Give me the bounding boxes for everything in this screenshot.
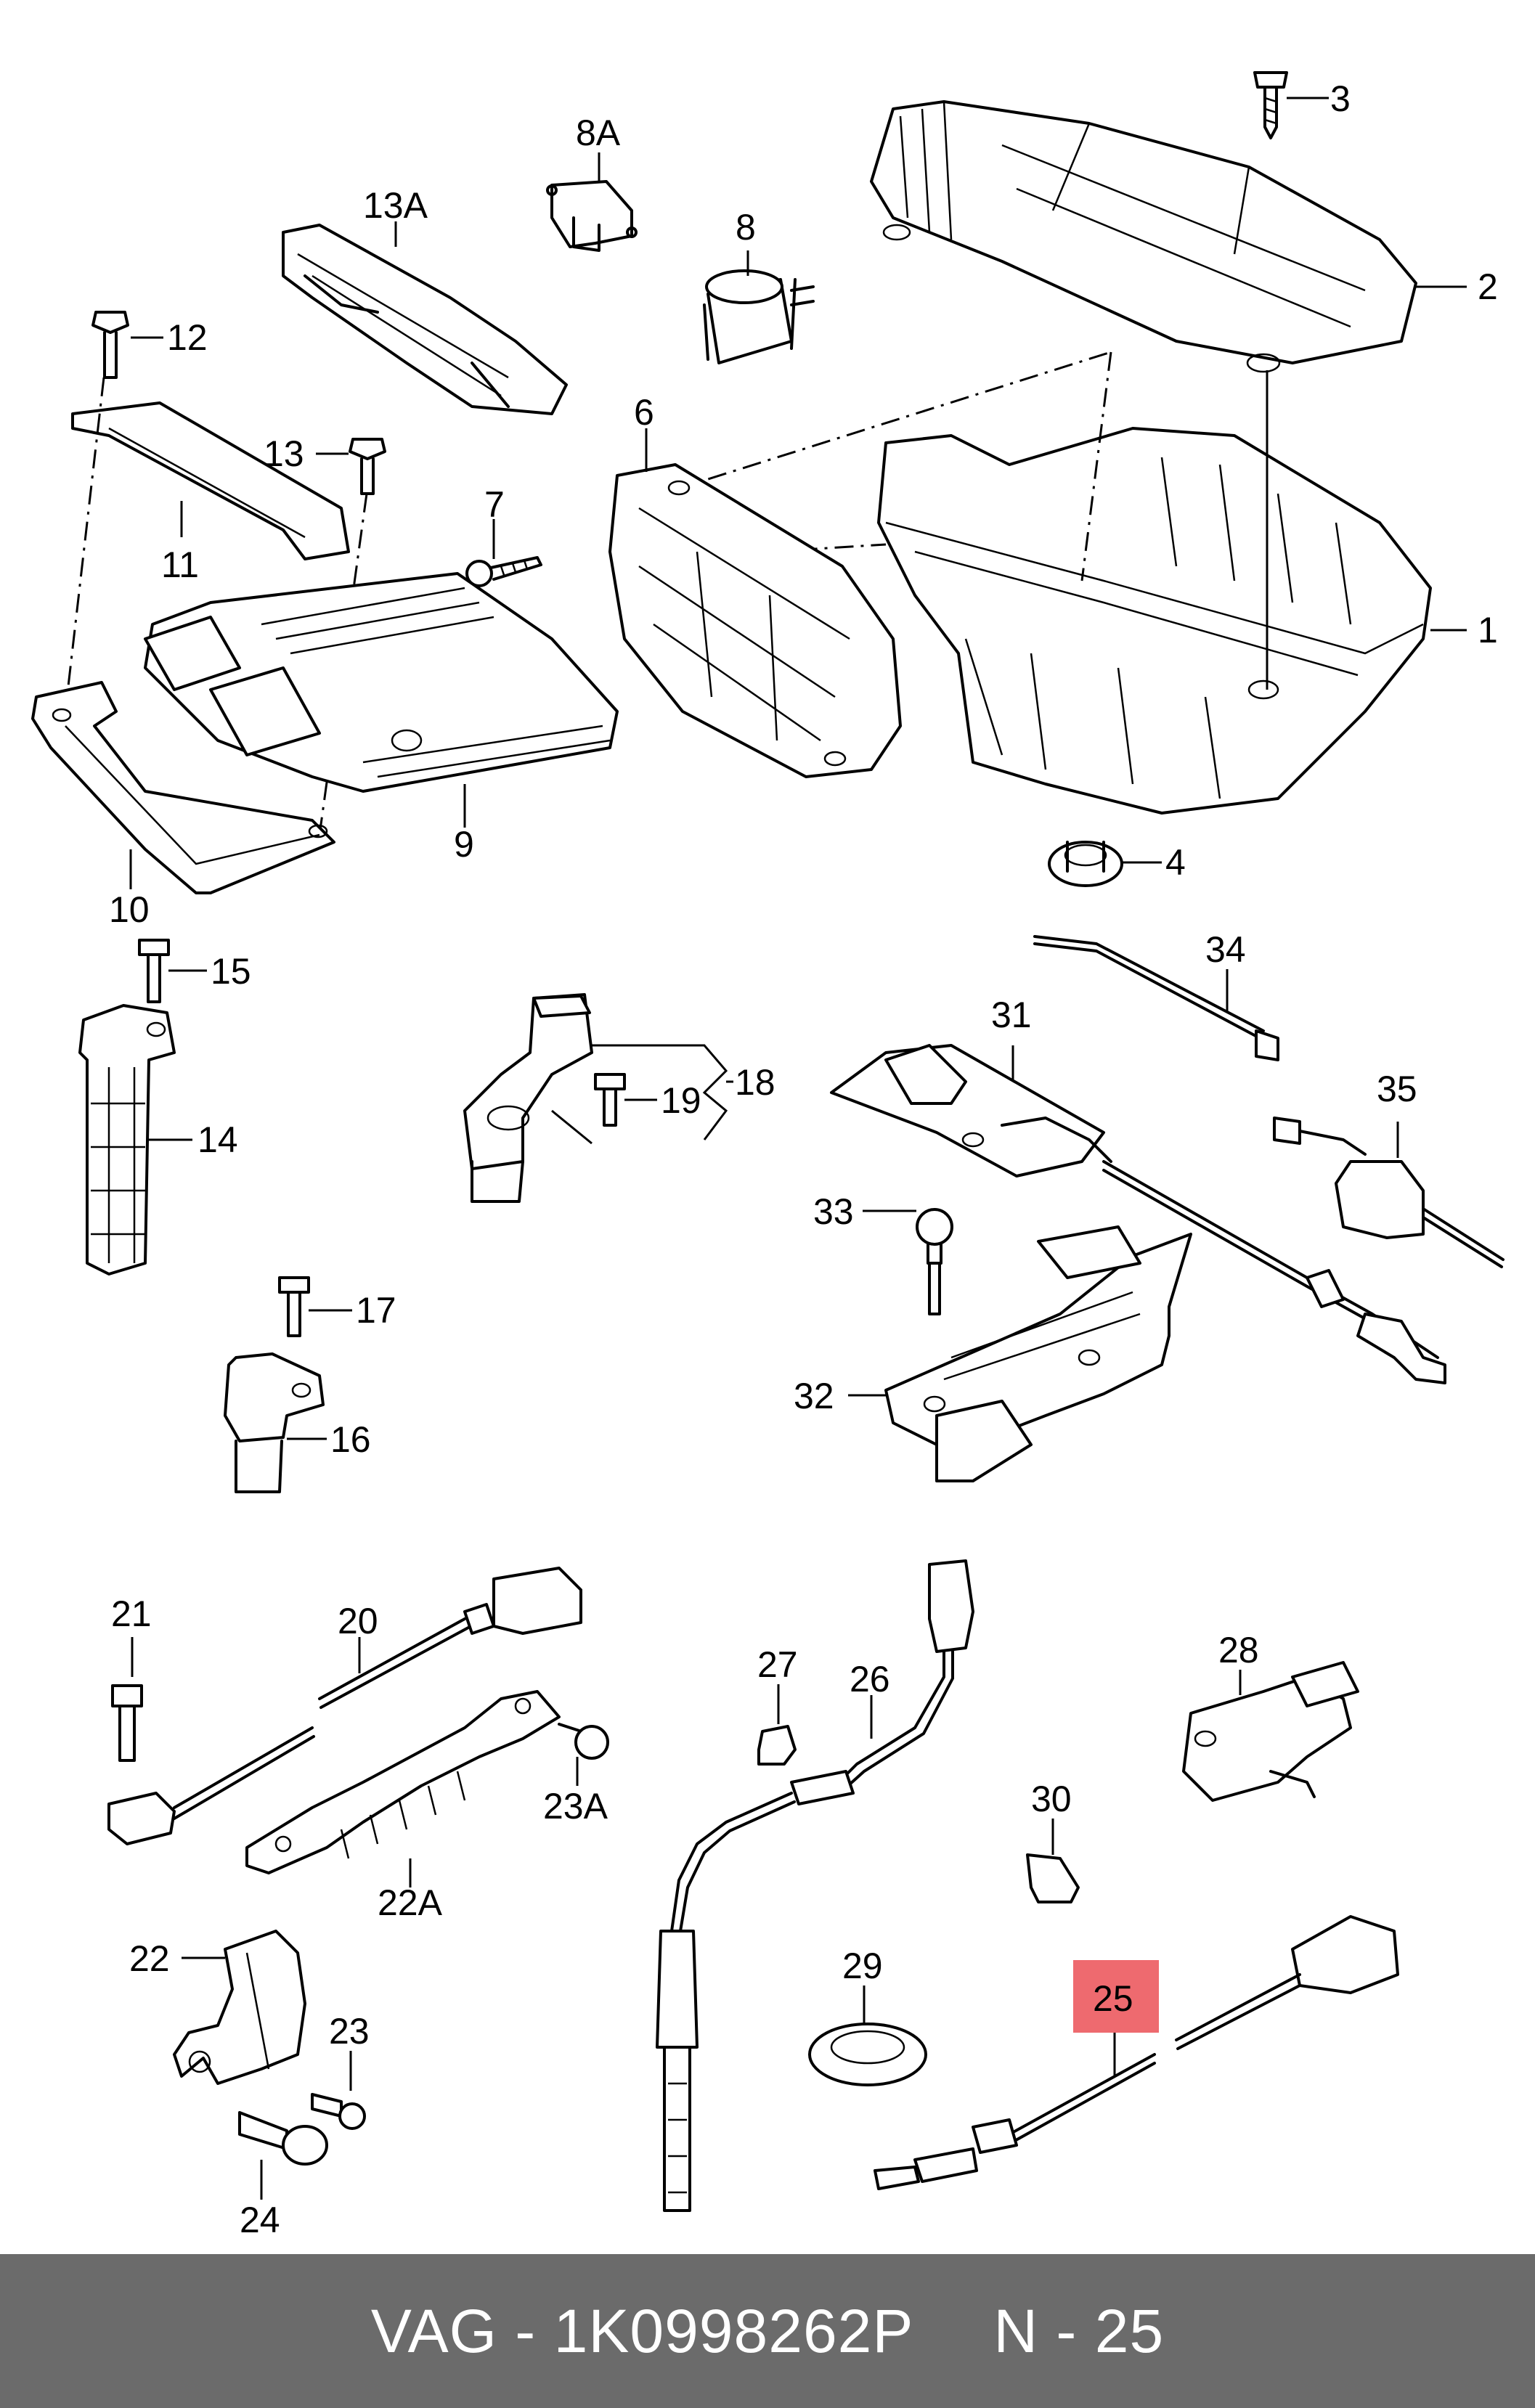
callout-labels: 1 2 3 4 6 7 8 8A 9 10 11 12 13 13A 14 15… xyxy=(109,78,1498,2240)
callout-22: 22 xyxy=(129,1938,170,1979)
footer-bar: VAG - 1K0998262P N - 25 xyxy=(0,2254,1535,2408)
part-23a-bolt xyxy=(558,1723,609,1760)
callout-30: 30 xyxy=(1031,1779,1072,1819)
callout-15: 15 xyxy=(211,951,251,992)
part-10-bracket xyxy=(31,681,335,894)
part-14-sensor xyxy=(78,1004,176,1276)
part-20-sensor xyxy=(107,1567,582,1845)
part-33-bolt xyxy=(916,1208,953,1315)
callout-16: 16 xyxy=(330,1419,371,1460)
callout-24: 24 xyxy=(240,2200,280,2240)
part-9-ecu xyxy=(144,572,619,793)
callout-12: 12 xyxy=(167,317,208,358)
part-18-sensor xyxy=(463,993,593,1203)
callout-8a: 8A xyxy=(576,113,621,153)
part-25-oxygen-sensor xyxy=(874,1915,1399,2190)
callout-26: 26 xyxy=(850,1659,890,1699)
part-13a-cover xyxy=(282,224,568,415)
part-13-bolt xyxy=(349,438,386,495)
footer-part-number: VAG - 1K0998262P xyxy=(370,2296,914,2365)
part-17-screw xyxy=(278,1276,310,1337)
callout-21: 21 xyxy=(111,1593,152,1634)
highlight-box-25 xyxy=(1073,1960,1159,2033)
callout-4: 4 xyxy=(1165,842,1186,883)
callout-1: 1 xyxy=(1478,610,1498,650)
footer-position: N - 25 xyxy=(993,2296,1165,2365)
callout-35: 35 xyxy=(1377,1069,1417,1109)
callout-10: 10 xyxy=(109,889,150,930)
callout-18: 18 xyxy=(735,1062,775,1103)
callout-23: 23 xyxy=(329,2011,370,2052)
callout-29: 29 xyxy=(842,1946,883,1986)
part-3-screw xyxy=(1253,71,1288,139)
part-1-air-filter-lower xyxy=(877,427,1432,815)
callout-14: 14 xyxy=(198,1119,238,1160)
callout-3: 3 xyxy=(1330,78,1351,119)
callout-11: 11 xyxy=(161,544,199,585)
part-7-screw xyxy=(465,556,542,587)
callout-33: 33 xyxy=(813,1191,854,1232)
callout-6: 6 xyxy=(634,392,654,433)
callout-31: 31 xyxy=(991,995,1032,1035)
callout-20: 20 xyxy=(338,1601,378,1641)
part-15-screw xyxy=(138,939,170,1003)
part-22a-bracket xyxy=(245,1690,561,1874)
part-31-sensor xyxy=(830,1044,1446,1384)
callout-7: 7 xyxy=(484,484,505,525)
part-34-cable-tie xyxy=(1033,935,1279,1061)
callout-9: 9 xyxy=(454,824,474,865)
part-4-grommet xyxy=(1048,841,1123,887)
callout-32: 32 xyxy=(794,1376,834,1416)
callout-34: 34 xyxy=(1205,929,1246,970)
callout-13: 13 xyxy=(264,433,304,474)
part-2-air-filter-upper xyxy=(870,100,1417,373)
part-29-grommet xyxy=(808,2023,927,2086)
part-24-bolt xyxy=(238,2111,328,2166)
part-26-sensor xyxy=(656,1559,974,2212)
callout-8: 8 xyxy=(736,207,756,248)
parts-diagram: 1 2 3 4 6 7 8 8A 9 10 11 12 13 13A 14 15… xyxy=(31,71,1505,2240)
part-11-bracket xyxy=(71,401,350,560)
part-8-relay xyxy=(703,269,815,364)
callout-22a: 22A xyxy=(378,1882,443,1923)
part-23-screw xyxy=(311,2093,366,2130)
part-30-clip xyxy=(1026,1853,1080,1903)
part-22-bracket xyxy=(173,1930,306,2085)
callout-27: 27 xyxy=(757,1644,798,1685)
part-28-sensor xyxy=(1182,1661,1359,1802)
callout-2: 2 xyxy=(1478,266,1498,307)
part-6-ecu-bracket xyxy=(608,463,902,778)
part-19-screw xyxy=(594,1073,626,1127)
part-32-bracket xyxy=(884,1225,1192,1482)
callout-19: 19 xyxy=(661,1080,701,1121)
part-16-sensor xyxy=(224,1352,325,1493)
callout-23a: 23A xyxy=(543,1786,608,1827)
callout-17: 17 xyxy=(356,1290,396,1331)
part-35-clip xyxy=(1273,1117,1505,1268)
callout-13a: 13A xyxy=(363,185,428,226)
callout-28: 28 xyxy=(1218,1630,1259,1670)
part-27-clip xyxy=(757,1725,797,1766)
part-21-bolt xyxy=(111,1684,143,1762)
callout-25: 25 xyxy=(1093,1978,1133,2019)
part-8a-connector xyxy=(546,180,638,252)
part-12-bolt xyxy=(91,311,129,379)
